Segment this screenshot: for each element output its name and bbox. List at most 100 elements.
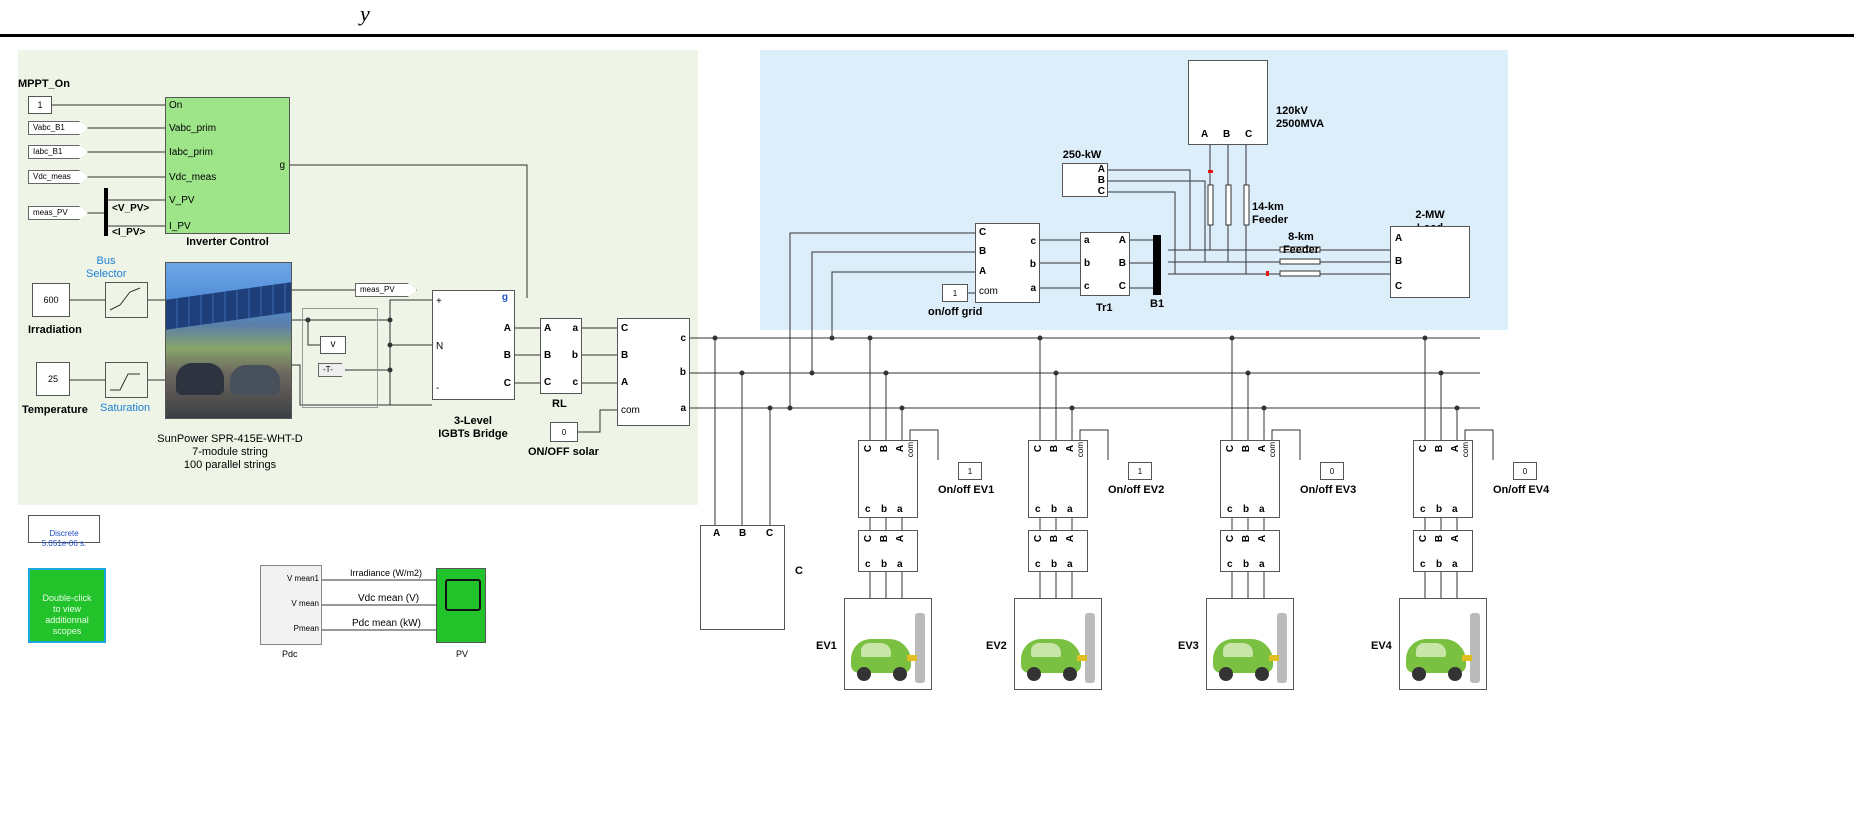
header-title: y bbox=[360, 1, 370, 26]
ev-measurement-block[interactable]: C B A c b a bbox=[1413, 530, 1473, 572]
iabc-b1-tag[interactable]: Iabc_B1 bbox=[28, 145, 88, 159]
ev-breaker-block[interactable]: C B A com c b a bbox=[1413, 440, 1473, 518]
grid-breaker-b: B bbox=[979, 246, 987, 257]
discrete-label: Discrete 5.051e-06 s. bbox=[41, 529, 87, 548]
pv-array-image[interactable] bbox=[165, 262, 292, 419]
vabc-b1-tag[interactable]: Vabc_B1 bbox=[28, 121, 88, 135]
ev-meas-port-c: C bbox=[1033, 534, 1045, 543]
saturation-block[interactable] bbox=[105, 362, 148, 398]
cap-port-b: B bbox=[739, 528, 747, 539]
pv-measurement-block[interactable] bbox=[302, 308, 378, 408]
inv-port-vabc: Vabc_prim bbox=[169, 123, 217, 134]
mppt-constant[interactable]: 1 bbox=[28, 96, 52, 114]
onoff-grid-constant[interactable]: 1 bbox=[942, 284, 968, 302]
irradiation-constant[interactable]: 600 bbox=[32, 283, 70, 317]
temperature-label: Temperature bbox=[22, 404, 88, 416]
ev-charger-block[interactable] bbox=[844, 598, 932, 690]
pdc-subsystem-block[interactable]: V mean1 V mean Pmean bbox=[260, 565, 322, 645]
feeder14-label: 14-km Feeder bbox=[1252, 188, 1288, 227]
ev-meas-port-c-out: c bbox=[865, 559, 871, 570]
temperature-constant[interactable]: 25 bbox=[36, 362, 70, 396]
load2mw-block[interactable]: A B C bbox=[1390, 226, 1470, 298]
ev-label: EV2 bbox=[986, 640, 1007, 652]
ev-charger-block[interactable] bbox=[1399, 598, 1487, 690]
pv-label-text: SunPower SPR-415E-WHT-D 7-module string … bbox=[157, 433, 303, 471]
grid-source-block[interactable]: A B C bbox=[1188, 60, 1268, 145]
ev-charger-block[interactable] bbox=[1206, 598, 1294, 690]
irradiation-ramp-block[interactable] bbox=[105, 282, 148, 318]
voltmeter-label: v bbox=[330, 339, 336, 350]
ev-meas-port-a: A bbox=[1065, 534, 1077, 543]
ev-measurement-block[interactable]: C B A c b a bbox=[858, 530, 918, 572]
inverter-control-block[interactable]: On Vabc_prim Iabc_prim Vdc_meas V_PV I_P… bbox=[165, 97, 290, 234]
grid-breaker-a: A bbox=[979, 266, 987, 277]
ev-label: EV1 bbox=[816, 640, 837, 652]
bus-selector-bar[interactable] bbox=[104, 188, 108, 236]
bus-selector-i-pv: <I_PV> bbox=[112, 227, 146, 238]
rl-port-b-out: b bbox=[571, 350, 578, 361]
rl-port-c-out: c bbox=[572, 377, 578, 388]
vdc-meas-tag[interactable]: Vdc_meas bbox=[28, 170, 88, 184]
ev-charger-post-icon bbox=[915, 613, 925, 683]
ev-measurement-block[interactable]: C B A c b a bbox=[1028, 530, 1088, 572]
feeder14-label-text: 14-km Feeder bbox=[1252, 201, 1289, 226]
load250-block[interactable]: A B C bbox=[1062, 163, 1108, 197]
ev-wheel-front-icon bbox=[1219, 667, 1233, 681]
rl-block[interactable]: A B C a b c bbox=[540, 318, 582, 394]
ev-plug-icon bbox=[907, 655, 917, 661]
ev-breaker-port-a: A bbox=[1065, 444, 1077, 453]
ev-meas-port-a: A bbox=[1450, 534, 1462, 543]
discrete-powergui-block[interactable]: Discrete 5.051e-06 s. bbox=[28, 515, 100, 548]
capacitor-bank-block[interactable]: A B C bbox=[700, 525, 785, 630]
ev-breaker-block[interactable]: C B A com c b a bbox=[1220, 440, 1280, 518]
cap-port-c: C bbox=[766, 528, 774, 539]
ev-breaker-port-a-out: a bbox=[1259, 504, 1265, 515]
ev-switch-constant[interactable]: 0 bbox=[1320, 462, 1344, 480]
ev-switch-label: On/off EV4 bbox=[1493, 484, 1550, 496]
inv-port-ipv: I_PV bbox=[169, 221, 191, 232]
ev-measurement-block[interactable]: C B A c b a bbox=[1220, 530, 1280, 572]
ev-meas-port-c-out: c bbox=[1420, 559, 1426, 570]
transformer-block[interactable]: a b c A B C bbox=[1080, 232, 1130, 296]
solar-breaker-com: com bbox=[621, 405, 640, 416]
bridge-port-c: C bbox=[503, 378, 511, 389]
grid-breaker-block[interactable]: C B A c b a com bbox=[975, 223, 1040, 303]
ev-breaker-block[interactable]: C B A com c b a bbox=[858, 440, 918, 518]
additional-scopes-button[interactable]: Double-click to view additionnal scopes bbox=[28, 568, 106, 643]
grid-source-label: 120kV 2500MVA bbox=[1276, 92, 1324, 131]
ev-meas-port-a: A bbox=[895, 534, 907, 543]
bridge-port-plus: + bbox=[436, 296, 442, 307]
ev-car-window-icon bbox=[1223, 643, 1253, 657]
onoff-solar-constant[interactable]: 0 bbox=[550, 422, 578, 442]
ev-switch-label: On/off EV3 bbox=[1300, 484, 1357, 496]
junction-dot bbox=[1069, 405, 1075, 411]
bridge-port-b: B bbox=[503, 350, 511, 361]
meas-pv-goto-tag[interactable]: meas_PV bbox=[355, 283, 417, 297]
ev-breaker-block[interactable]: C B A com c b a bbox=[1028, 440, 1088, 518]
pv-scope-block[interactable] bbox=[436, 568, 486, 643]
ev-breaker-port-a: A bbox=[895, 444, 907, 453]
solar-breaker-block[interactable]: C B A c b a com bbox=[617, 318, 690, 426]
inv-port-vpv: V_PV bbox=[169, 195, 195, 206]
ev-switch-constant[interactable]: 1 bbox=[1128, 462, 1152, 480]
pv-roof-panels bbox=[166, 282, 291, 330]
ev-breaker-port-a-out: a bbox=[1067, 504, 1073, 515]
meas-pv-tag[interactable]: meas_PV bbox=[28, 206, 88, 220]
load250-port-c: C bbox=[1097, 186, 1105, 197]
solar-breaker-b-out: b bbox=[679, 367, 686, 378]
goto-tag[interactable]: -T- bbox=[318, 363, 346, 377]
ev-charger-block[interactable] bbox=[1014, 598, 1102, 690]
ev-meas-port-b-out: b bbox=[1436, 559, 1443, 570]
igbt-bridge-block[interactable]: + N - A B C g bbox=[432, 290, 515, 400]
ev-com-wire bbox=[909, 429, 939, 460]
ev-wheel-front-icon bbox=[857, 667, 871, 681]
load250-port-a: A bbox=[1097, 164, 1105, 175]
ev-wheel-rear-icon bbox=[1255, 667, 1269, 681]
ev-breaker-port-a: A bbox=[1257, 444, 1269, 453]
ev-breaker-port-c: C bbox=[863, 444, 875, 453]
ev-switch-constant[interactable]: 0 bbox=[1513, 462, 1537, 480]
ev-switch-constant[interactable]: 1 bbox=[958, 462, 982, 480]
ev-meas-port-a-out: a bbox=[1452, 559, 1458, 570]
voltmeter-block[interactable]: v bbox=[320, 336, 346, 354]
